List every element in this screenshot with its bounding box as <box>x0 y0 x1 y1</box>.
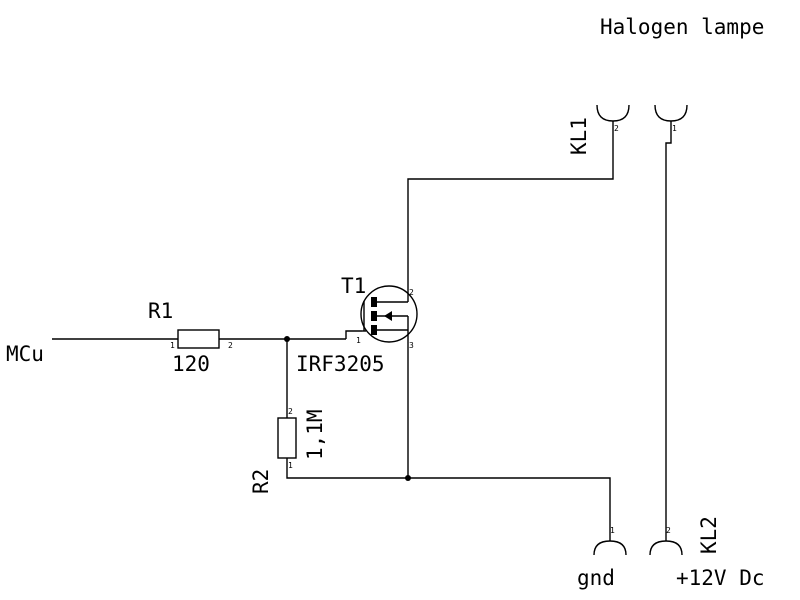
terminal-kl2: KL2 1 2 gnd +12V Dc <box>577 516 765 590</box>
kl1-pin-2-symbol <box>596 104 630 122</box>
t1-pin-drain: 2 <box>409 288 414 297</box>
gnd-label: gnd <box>577 566 615 590</box>
supply-label: +12V Dc <box>676 566 765 590</box>
r2-pin-1: 1 <box>288 461 293 470</box>
kl2-pin-1-symbol <box>593 540 627 556</box>
kl2-ref: KL2 <box>697 516 721 554</box>
r1-pin-1: 1 <box>170 341 175 350</box>
t1-pin-source: 3 <box>409 341 414 350</box>
mosfet-t1: T1 IRF3205 1 2 3 <box>296 274 418 376</box>
mcu-label: MCu <box>6 342 44 366</box>
t1-body <box>360 285 418 343</box>
r2-value: 1,1M <box>303 409 327 460</box>
kl1-pin-1: 1 <box>672 124 677 133</box>
wire-gate-lead <box>345 330 362 339</box>
t1-channel-bot <box>371 325 377 335</box>
r2-ref: R2 <box>249 469 273 494</box>
kl2-pin-2-symbol <box>649 540 683 556</box>
r1-ref: R1 <box>148 299 173 323</box>
t1-channel-mid <box>371 311 377 321</box>
resistor-r1: R1 120 1 2 <box>148 299 233 376</box>
r2-body <box>277 417 297 459</box>
resistor-r2: R2 1,1M 2 1 <box>249 407 327 494</box>
t1-ref: T1 <box>341 274 366 298</box>
kl2-pin-2: 2 <box>666 526 671 535</box>
r1-body <box>177 329 220 349</box>
t1-value: IRF3205 <box>296 352 385 376</box>
r1-pin-2: 2 <box>228 341 233 350</box>
r2-pin-2: 2 <box>288 407 293 416</box>
kl1-ref: KL1 <box>567 117 591 155</box>
terminal-kl1: KL1 2 1 <box>567 104 688 155</box>
kl1-pin-2: 2 <box>614 124 619 133</box>
wire-supply <box>665 121 672 541</box>
t1-pin-gate: 1 <box>356 336 361 345</box>
t1-channel-top <box>371 297 377 307</box>
wire-r2-ground <box>286 458 611 541</box>
t1-arrow <box>384 311 392 321</box>
r1-value: 120 <box>172 352 210 376</box>
kl2-pin-1: 1 <box>610 526 615 535</box>
wire-drain <box>407 121 614 302</box>
title: Halogen lampe <box>600 15 764 39</box>
kl1-pin-1-symbol <box>654 104 688 122</box>
